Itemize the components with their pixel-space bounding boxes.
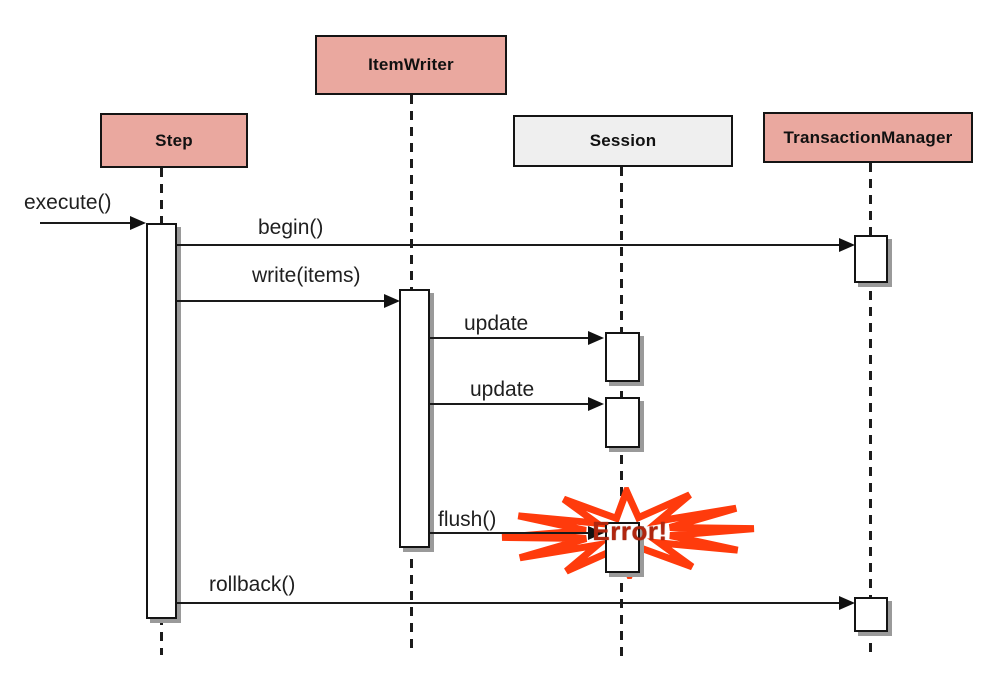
arrowhead-update-2 — [588, 397, 604, 411]
arrowhead-begin — [839, 238, 855, 252]
message-line-begin — [177, 244, 841, 246]
message-label-update-1: update — [464, 312, 529, 335]
actor-box-itemwriter: ItemWriter — [315, 35, 507, 95]
activation-itemwriter — [399, 289, 430, 548]
message-line-write-items — [177, 300, 386, 302]
actor-box-step: Step — [100, 113, 248, 168]
arrowhead-rollback — [839, 596, 855, 610]
activation-session-1 — [605, 332, 640, 382]
arrowhead-execute — [130, 216, 146, 230]
message-label-rollback: rollback() — [209, 573, 296, 596]
activation-session-3 — [605, 522, 640, 573]
actor-label-transactionmanager: TransactionManager — [783, 127, 953, 147]
message-line-rollback — [177, 602, 841, 604]
message-label-begin: begin() — [258, 216, 324, 239]
message-line-update-2 — [430, 403, 590, 405]
message-line-update-1 — [430, 337, 590, 339]
actor-box-session: Session — [513, 115, 733, 167]
actor-label-step: Step — [155, 130, 193, 150]
actor-label-itemwriter: ItemWriter — [368, 55, 454, 74]
lifeline-transactionmanager — [869, 163, 872, 653]
message-line-execute — [40, 222, 132, 224]
arrowhead-flush — [588, 526, 604, 540]
activation-transactionmanager-2 — [854, 597, 888, 632]
actor-box-transactionmanager: TransactionManager — [763, 112, 973, 163]
arrowhead-write-items — [384, 294, 400, 308]
message-label-write-items: write(items) — [252, 264, 361, 287]
activation-transactionmanager-1 — [854, 235, 888, 283]
activation-session-2 — [605, 397, 640, 448]
message-label-execute: execute() — [24, 191, 112, 214]
arrowhead-update-1 — [588, 331, 604, 345]
message-line-flush-overlay — [498, 532, 590, 534]
actor-label-session: Session — [589, 131, 657, 150]
error-burst-label: Error! — [592, 516, 668, 546]
activation-step — [146, 223, 177, 619]
message-label-update-2: update — [470, 378, 535, 401]
message-label-flush: flush() — [438, 508, 497, 531]
